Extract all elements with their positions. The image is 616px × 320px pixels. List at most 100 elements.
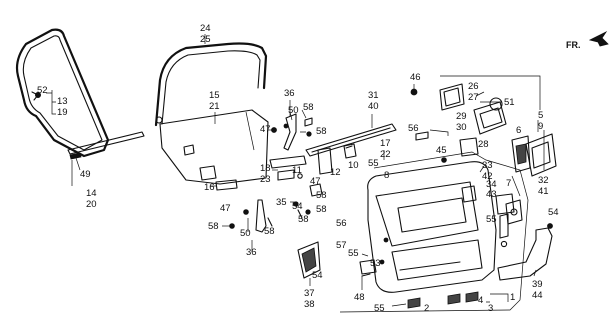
callout-55-mid: 55 bbox=[368, 158, 379, 169]
callout-21: 21 bbox=[209, 101, 220, 112]
callout-35: 35 bbox=[276, 197, 287, 208]
callout-10: 10 bbox=[348, 160, 359, 171]
inner-mirror-cover bbox=[511, 133, 557, 197]
callout-9: 9 bbox=[538, 121, 543, 132]
callout-50-upper: 50 bbox=[288, 105, 299, 116]
callout-54-mid: 54 bbox=[292, 201, 303, 212]
callout-6: 6 bbox=[516, 125, 521, 136]
lower-molding-49 bbox=[69, 152, 82, 160]
callout-52: 52 bbox=[37, 85, 48, 96]
door-frame-weatherstrip bbox=[154, 42, 268, 127]
callout-3: 3 bbox=[488, 303, 493, 314]
callout-14: 14 bbox=[86, 188, 97, 199]
door-opening-weatherstrip bbox=[15, 28, 145, 158]
callout-48: 48 bbox=[354, 292, 365, 303]
callout-47-mid: 47 bbox=[310, 176, 321, 187]
callout-36-lower: 36 bbox=[246, 247, 257, 258]
callout-47-upper: 47 bbox=[260, 124, 271, 135]
callout-41: 41 bbox=[538, 186, 549, 197]
lock-knob-56 bbox=[415, 131, 429, 141]
door-trim-panel bbox=[367, 161, 497, 293]
callout-20: 20 bbox=[86, 199, 97, 210]
front-direction-arrow: FR. bbox=[566, 30, 609, 50]
callout-56-lower: 56 bbox=[336, 218, 347, 229]
callout-18: 18 bbox=[260, 163, 271, 174]
callout-1: 1 bbox=[510, 292, 515, 303]
callout-33: 33 bbox=[482, 160, 493, 171]
callout-42: 42 bbox=[482, 171, 493, 182]
callout-53: 53 bbox=[370, 258, 381, 269]
callout-11: 11 bbox=[292, 165, 302, 176]
lower-clip-row bbox=[407, 291, 479, 309]
callout-17: 17 bbox=[380, 138, 391, 149]
door-inner-plastic-cover bbox=[159, 109, 269, 185]
inner-handle-bezel bbox=[441, 137, 479, 163]
callout-39: 39 bbox=[532, 279, 543, 290]
door-pocket-lid bbox=[297, 241, 321, 279]
callout-labels: 52 13 19 49 14 20 24 25 15 21 16 36 50 5… bbox=[37, 23, 559, 314]
callout-5: 5 bbox=[538, 110, 543, 121]
callout-12: 12 bbox=[330, 167, 341, 178]
callout-54-right: 54 bbox=[548, 207, 559, 218]
callout-40: 40 bbox=[368, 101, 379, 112]
callout-58-mid-c: 58 bbox=[298, 214, 309, 225]
callout-27: 27 bbox=[468, 92, 479, 103]
callout-32: 32 bbox=[538, 175, 549, 186]
leader-lines bbox=[46, 34, 545, 307]
regulator-handle-7 bbox=[505, 199, 523, 225]
door-outline-box bbox=[339, 151, 529, 313]
callout-2: 2 bbox=[424, 303, 429, 314]
callout-16: 16 bbox=[204, 182, 215, 193]
callout-29: 29 bbox=[456, 111, 467, 122]
callout-58-mid-a: 58 bbox=[316, 190, 327, 201]
callout-55-lower-a: 55 bbox=[348, 248, 359, 259]
callout-46: 46 bbox=[410, 72, 421, 83]
armrest-bracket-lower bbox=[229, 199, 273, 233]
callout-57: 57 bbox=[336, 240, 347, 251]
callout-49: 49 bbox=[80, 169, 91, 180]
callout-8: 8 bbox=[384, 170, 389, 181]
fastener-group-lower-left bbox=[293, 183, 323, 219]
callout-56: 56 bbox=[408, 123, 419, 134]
callout-58-lower-b: 58 bbox=[264, 226, 275, 237]
callout-51: 51 bbox=[504, 97, 515, 108]
callout-4: 4 bbox=[478, 295, 483, 306]
panel-clips-lower bbox=[359, 259, 377, 277]
molding-clip-10 bbox=[343, 143, 357, 159]
fastener-clip-52 bbox=[31, 91, 42, 101]
door-upper-molding-strip bbox=[305, 123, 397, 157]
callout-26: 26 bbox=[468, 81, 479, 92]
callout-58-lower: 58 bbox=[208, 221, 219, 232]
callout-19: 19 bbox=[57, 107, 68, 118]
callout-25: 25 bbox=[200, 34, 211, 45]
callout-47-lower: 47 bbox=[220, 203, 231, 214]
callout-15: 15 bbox=[209, 90, 220, 101]
power-window-switch bbox=[473, 97, 507, 135]
callout-50-lower: 50 bbox=[240, 228, 251, 239]
callout-54-lower: 54 bbox=[312, 270, 323, 281]
callout-34: 34 bbox=[486, 179, 497, 190]
callout-13: 13 bbox=[57, 96, 68, 107]
callout-30: 30 bbox=[456, 122, 467, 133]
inner-handle-strip-12 bbox=[317, 147, 333, 175]
callout-37: 37 bbox=[304, 288, 315, 299]
callout-22: 22 bbox=[380, 149, 391, 160]
callout-58-upper-a: 58 bbox=[303, 102, 314, 113]
callout-24: 24 bbox=[200, 23, 211, 34]
door-pull-handle bbox=[497, 223, 553, 281]
callout-43: 43 bbox=[486, 189, 497, 200]
window-switch-bezel bbox=[269, 155, 307, 181]
callout-23: 23 bbox=[260, 174, 271, 185]
callout-58-mid-b: 58 bbox=[316, 204, 327, 215]
callout-55-right: 55 bbox=[486, 214, 497, 225]
callout-36-upper: 36 bbox=[284, 88, 295, 99]
callout-28: 28 bbox=[478, 139, 489, 150]
callout-31: 31 bbox=[368, 90, 379, 101]
pad-16 bbox=[215, 179, 238, 191]
callout-38: 38 bbox=[304, 299, 315, 310]
armrest-cover bbox=[495, 193, 515, 248]
callout-55-bottom: 55 bbox=[374, 303, 385, 314]
speaker-grille bbox=[410, 83, 465, 111]
front-label: FR. bbox=[566, 40, 581, 50]
